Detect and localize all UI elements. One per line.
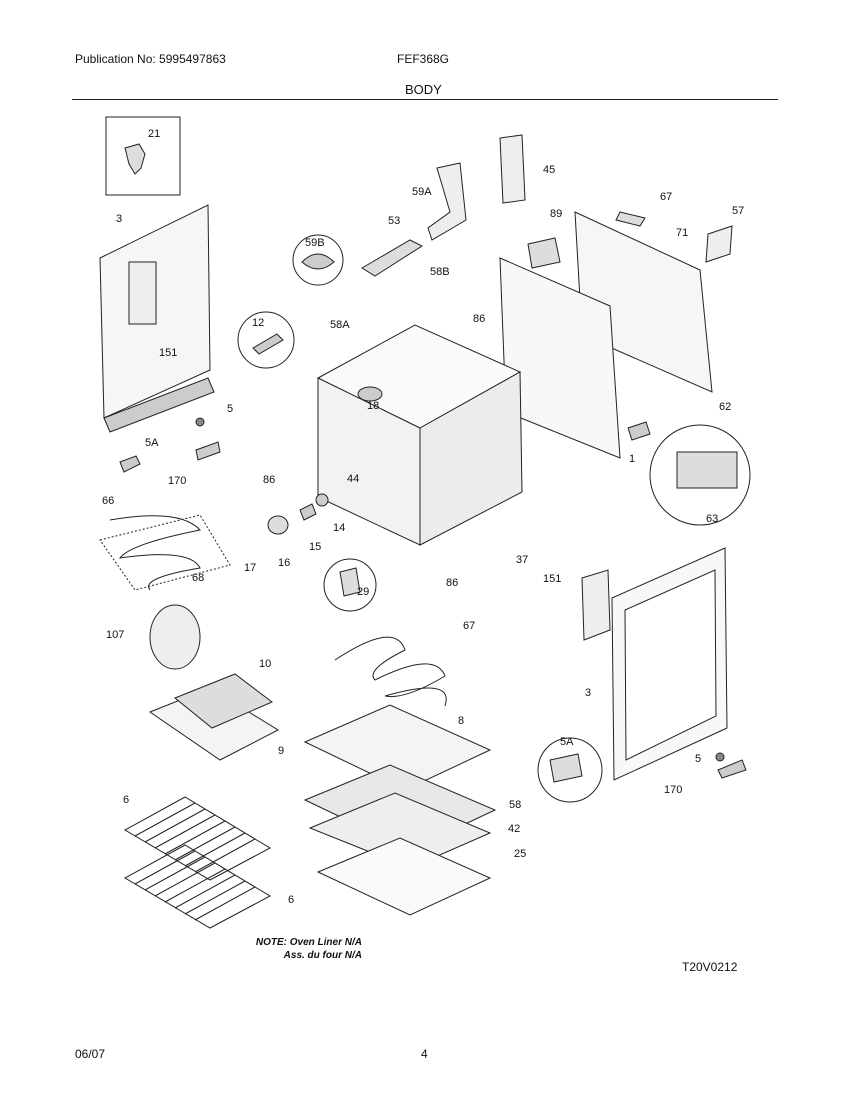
callout-86a: 86 [473,313,485,325]
part-170-right [717,759,747,779]
callout-6b: 6 [288,894,294,906]
bake-element-67 [334,636,447,707]
callout-58: 58 [509,799,521,811]
part-18 [357,386,383,402]
part-53 [361,239,424,277]
callout-29: 29 [357,586,369,598]
part-5-right [715,752,725,762]
part-25 [316,837,492,916]
part-15 [299,503,317,521]
note-line-1: NOTE: Oven Liner N/A [255,937,362,948]
callout-67b: 67 [463,620,475,632]
callout-58B: 58B [430,266,450,278]
note-line-2: Ass. du four N/A [283,950,362,961]
callout-53: 53 [388,215,400,227]
callout-5a: 5 [227,403,233,415]
broil-element-66 [109,515,201,591]
part-14 [315,493,329,507]
callout-12: 12 [252,317,264,329]
callout-6a: 6 [123,794,129,806]
back-wall [499,257,621,459]
left-panel-bottom [103,377,215,433]
part-12-circle [237,311,295,369]
part-62-block [627,421,651,441]
part-59A [427,162,467,241]
callout-151a: 151 [159,347,177,359]
part-29-circle [323,558,377,612]
section-title: BODY [405,82,442,97]
oven-cavity-front [419,371,523,546]
part-67-top [615,211,646,227]
callout-18: 18 [367,400,379,412]
callout-10: 10 [259,658,271,670]
callout-170b: 170 [664,784,682,796]
callout-37: 37 [516,554,528,566]
callout-107: 107 [106,629,124,641]
callout-5Ab: 5A [560,736,574,748]
oven-rack-top [123,796,272,881]
footer-date: 06/07 [75,1047,106,1061]
callout-59A: 59A [412,186,432,198]
callout-17: 17 [244,562,256,574]
callout-25: 25 [514,848,526,860]
callout-71: 71 [676,227,688,239]
callout-1: 1 [629,453,635,465]
callout-67a: 67 [660,191,672,203]
part-57 [705,225,733,263]
callout-44: 44 [347,473,359,485]
callout-9: 9 [278,745,284,757]
callout-14: 14 [333,522,345,534]
callout-86b: 86 [263,474,275,486]
callout-66: 66 [102,495,114,507]
callout-63: 63 [706,513,718,525]
page-number: 4 [421,1047,428,1061]
callout-68: 68 [192,572,204,584]
model-number: FEF368G [397,52,450,66]
callout-3b: 3 [585,687,591,699]
callout-57: 57 [732,205,744,217]
part-21-clip [124,143,146,175]
header-rule [72,99,778,100]
part-45 [499,134,526,204]
callout-89: 89 [550,208,562,220]
part-59B-circle [292,234,344,286]
callout-5b: 5 [695,753,701,765]
callout-58A: 58A [330,319,350,331]
left-panel-bracket [128,261,157,325]
callout-15: 15 [309,541,321,553]
callout-170a: 170 [168,475,186,487]
part-107 [149,604,201,670]
callout-62: 62 [719,401,731,413]
callout-86c: 86 [446,577,458,589]
broiler-grid-10 [174,673,273,729]
callout-42: 42 [508,823,520,835]
oven-rack-bottom [123,844,272,929]
part-89 [527,237,561,269]
part-5A-right-circle [537,737,603,803]
callout-16: 16 [278,557,290,569]
callout-59B: 59B [305,237,325,249]
part-151-right [581,569,611,641]
part-16 [267,515,289,535]
callout-5Aa: 5A [145,437,159,449]
callout-45: 45 [543,164,555,176]
callout-21: 21 [148,128,160,140]
publication-number: Publication No: 5995497863 [75,52,226,66]
part-5-left [195,417,205,427]
callout-3a: 3 [116,213,122,225]
callout-151b: 151 [543,573,561,585]
part-5A-left [119,455,141,473]
part-62-circle [649,424,751,526]
part-21-box [105,116,181,196]
callout-8: 8 [458,715,464,727]
diagram-code: T20V0212 [682,960,738,974]
part-170-left [195,441,221,461]
